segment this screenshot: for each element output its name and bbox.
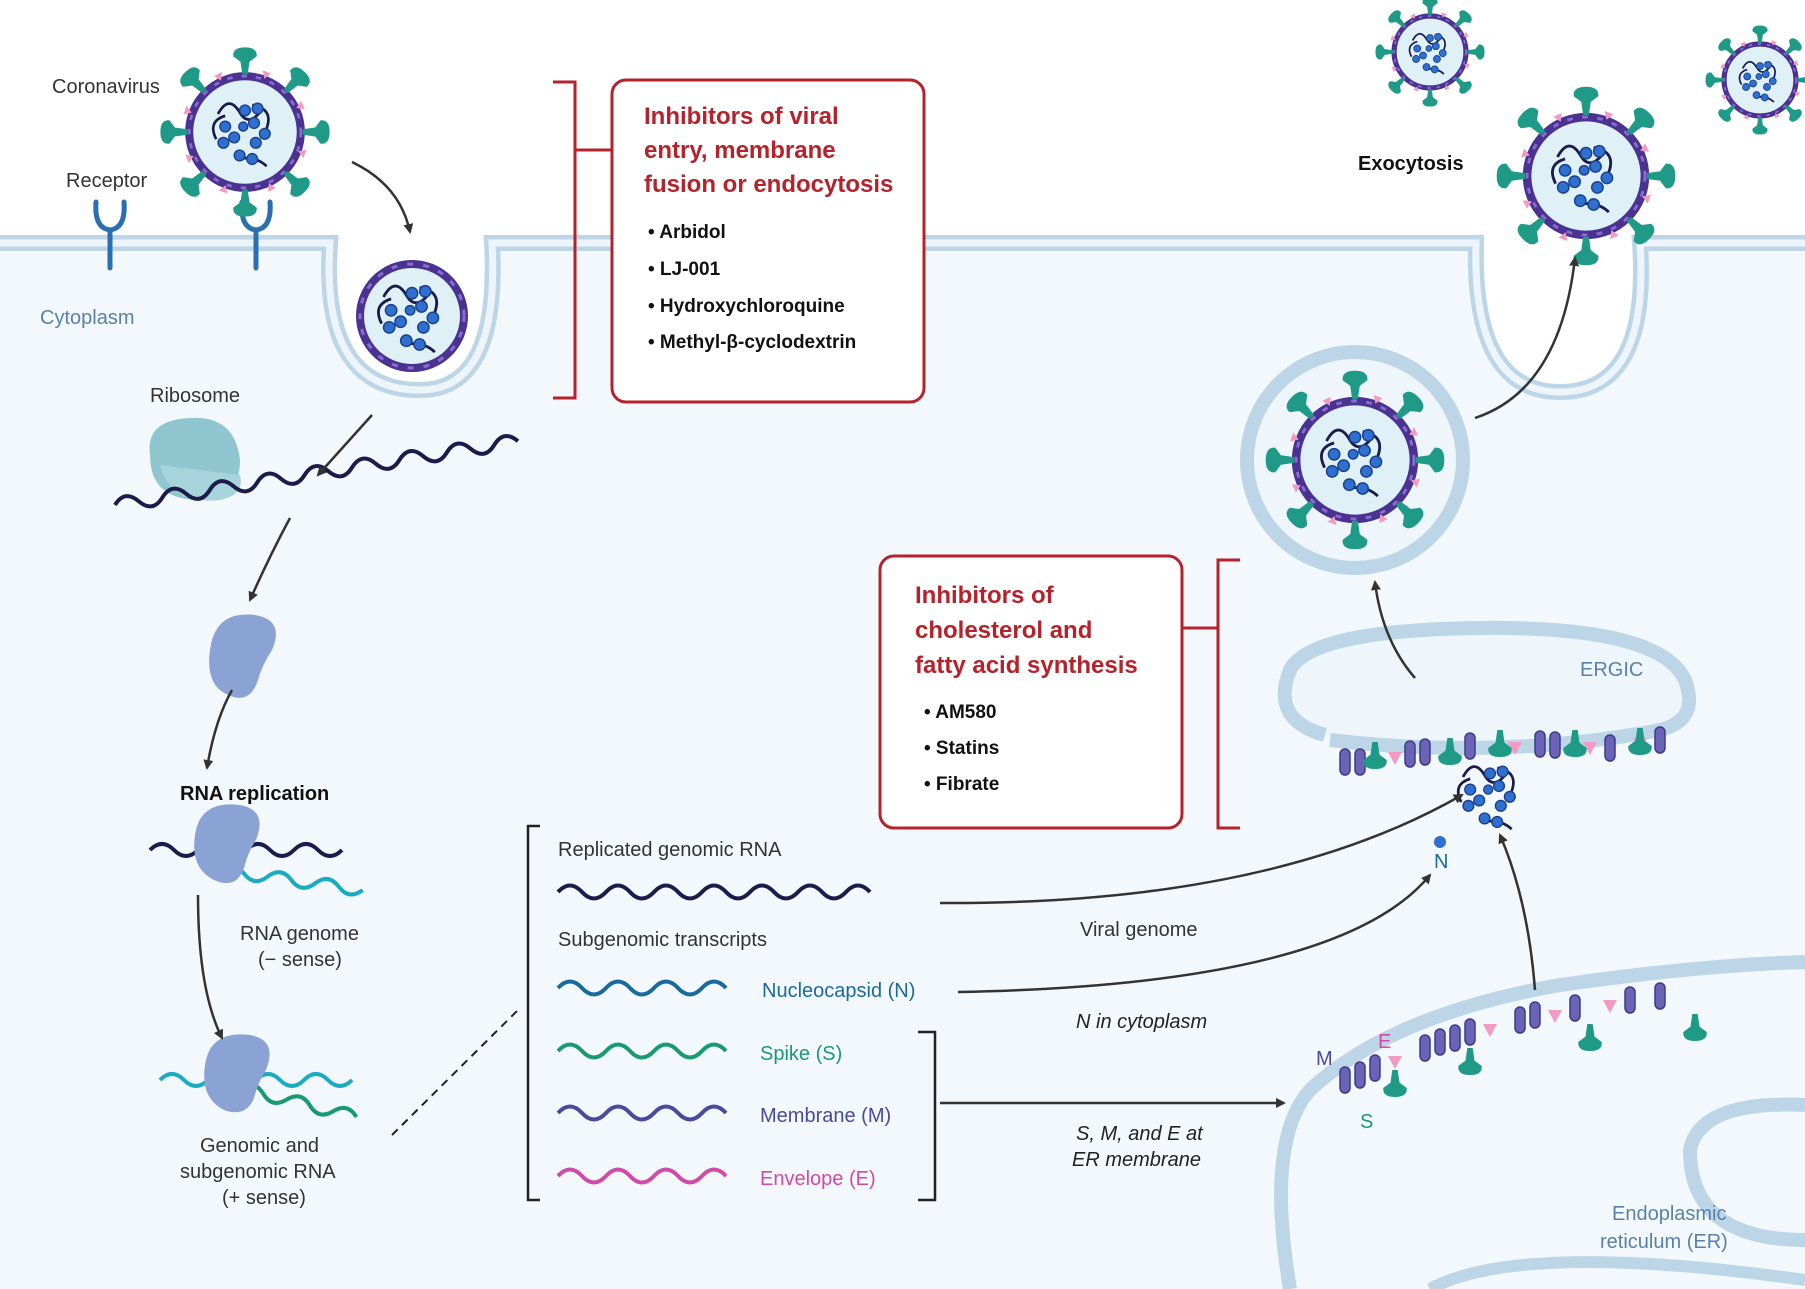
ergic-compartment [1277,620,1696,755]
label-er-2: reticulum (ER) [1600,1231,1728,1253]
label-genomic-3: (+ sense) [222,1187,306,1209]
label-rna-replication: RNA replication [180,783,329,805]
rna-membrane [556,1104,728,1122]
label-ribosome: Ribosome [150,385,240,407]
rdrp-protein [209,614,276,698]
arrow-virus-to-endosome [351,160,414,234]
lipid-item-fibrate: • Fibrate [924,774,999,795]
rdrp-transcription [204,1034,270,1113]
rna-envelope [556,1167,728,1185]
replication-strand-bottom [218,863,364,897]
lipid-box-title-2: cholesterol and [915,617,1092,644]
label-sme-2: ER membrane [1072,1149,1201,1171]
lipid-box-title-3: fatty acid synthesis [915,652,1138,679]
arrow-vesicle-to-exocytosis [1474,256,1580,420]
er-membrane [1274,955,1805,1289]
label-er-m: M [1316,1048,1333,1070]
released-virion-3 [1497,87,1676,266]
structural-bracket [918,1030,937,1202]
entry-inhibitor-box [610,78,926,404]
er-membrane-inner [1682,1097,1805,1247]
label-cytoplasm: Cytoplasm [40,307,134,329]
rdrp-replication [194,804,260,884]
label-n-cytoplasm: N in cytoplasm [1076,1011,1207,1033]
lipid-box-title-1: Inhibitors of [915,582,1055,609]
lipid-item-am580: • AM580 [924,702,996,723]
label-genomic-2: subgenomic RNA [180,1161,336,1183]
released-virion-2 [1705,25,1805,134]
label-n: N [1434,851,1448,873]
entry-box-bracket [553,80,612,400]
label-spike: Spike (S) [760,1043,842,1065]
label-exocytosis: Exocytosis [1358,153,1464,175]
arrow-er-to-assembly [1498,833,1537,991]
entry-box-title-3: fusion or endocytosis [644,171,893,198]
label-er-1: Endoplasmic [1612,1203,1727,1225]
arrow-ribosome-to-protein [248,517,292,602]
mrna-strand [113,434,520,509]
entry-item-hydroxychloroquine: • Hydroxychloroquine [648,296,845,317]
transcript-bracket [526,824,540,1202]
label-subgenomic: Subgenomic transcripts [558,929,767,951]
n-protein-dot [1434,836,1446,848]
arrow-genome-to-transcription [196,894,224,1040]
label-sme-1: S, M, and E at [1076,1123,1204,1145]
label-viral-genome: Viral genome [1080,919,1197,941]
arrow-viral-genome [939,793,1464,905]
label-envelope: Envelope (E) [760,1168,876,1190]
entry-item-methyl-cyclodextrin: • Methyl-β-cyclodextrin [648,332,856,353]
arrow-ergic-to-vesicle [1370,580,1416,679]
er-membrane-lower [1427,1256,1805,1289]
vesicle-virion [1266,371,1445,550]
rna-spike [556,1042,728,1060]
dashed-connector [391,1007,521,1136]
entry-item-lj001: • LJ-001 [648,259,721,280]
arrow-protein-to-replication [203,689,234,770]
coronavirus-virion [160,47,329,216]
label-replicated-genomic: Replicated genomic RNA [558,839,782,861]
label-nucleocapsid: Nucleocapsid (N) [762,980,915,1002]
lipid-inhibitor-box [878,554,1184,830]
entry-item-arbidol: • Arbidol [648,222,726,243]
label-receptor: Receptor [66,170,147,192]
endocytosed-virion [356,260,468,372]
rna-replicated-genomic [556,883,872,901]
released-virion-1 [1375,0,1484,107]
transcription-strand-bottom [238,1082,359,1119]
label-genomic-1: Genomic and [200,1135,319,1157]
arrow-n-cytoplasm [957,873,1432,994]
rna-nucleocapsid [556,979,728,997]
entry-box-title-2: entry, membrane [644,137,836,164]
lipid-item-statins: • Statins [924,738,999,759]
label-er-e: E [1378,1031,1391,1053]
label-rna-genome-2: (− sense) [258,949,342,971]
label-ergic: ERGIC [1580,659,1643,681]
arrow-endosome-to-ribosome [316,414,373,477]
ribosome-shape [149,417,241,501]
entry-box-title-1: Inhibitors of viral [644,103,839,130]
lipid-box-bracket [1182,558,1240,830]
label-membrane: Membrane (M) [760,1105,891,1127]
label-rna-genome-1: RNA genome [240,923,359,945]
label-coronavirus: Coronavirus [52,76,160,98]
label-er-s: S [1360,1111,1373,1133]
